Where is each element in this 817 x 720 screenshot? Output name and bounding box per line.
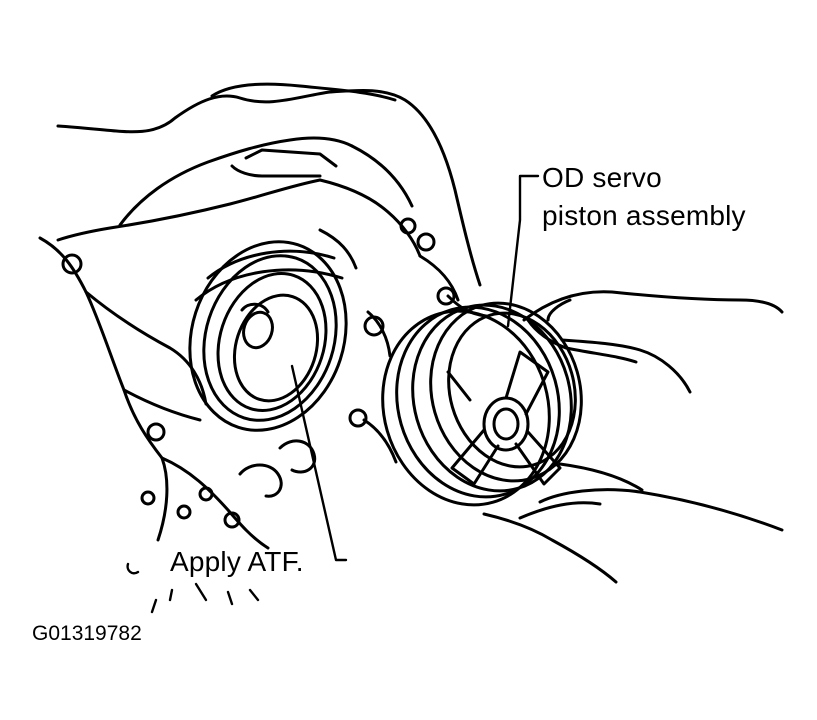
callout-od-servo-line1: OD servo bbox=[542, 162, 662, 193]
figure-id: G01319782 bbox=[32, 622, 142, 645]
technician-hands bbox=[482, 290, 784, 584]
callout-apply-atf: Apply ATF. bbox=[170, 546, 304, 577]
transmission-case bbox=[38, 82, 488, 550]
atf-drip-marks bbox=[126, 562, 260, 614]
case-bolt-bosses bbox=[61, 217, 456, 529]
callout-leaders bbox=[290, 174, 540, 562]
servo-bore bbox=[188, 240, 348, 432]
servo-piston bbox=[381, 301, 583, 507]
callout-od-servo-line2: piston assembly bbox=[542, 200, 746, 231]
